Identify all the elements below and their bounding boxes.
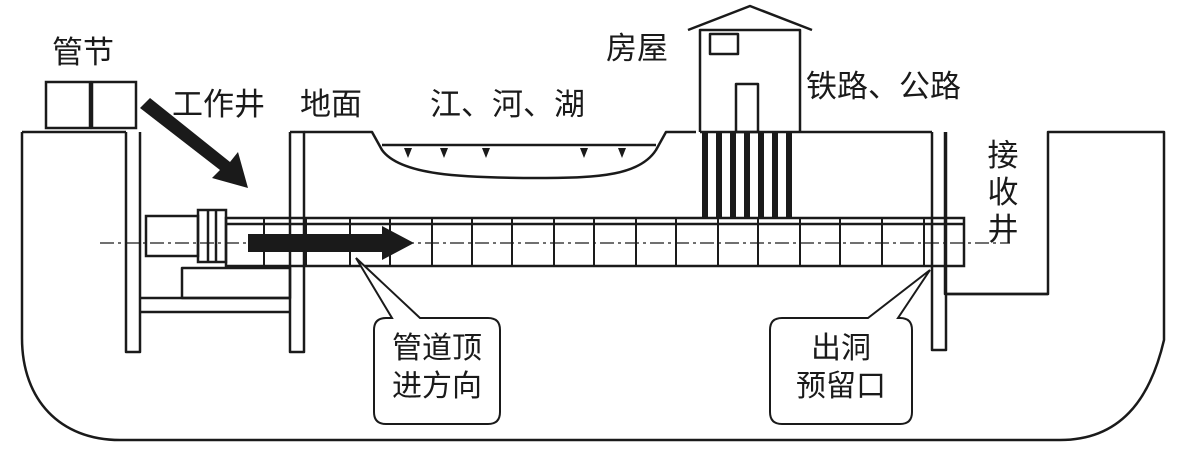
water-ripples (404, 148, 626, 158)
pipeline-joints (263, 218, 925, 266)
receive-shaft-left-wall (930, 132, 948, 352)
receive-shaft-label: 接 收 井 (986, 138, 1020, 250)
exit-opening-line-1: 出洞 (811, 331, 871, 366)
ground-surface (304, 130, 696, 180)
house-roof (687, 4, 813, 32)
house-piles (702, 132, 792, 218)
exit-opening-text: 出洞 预留口 (770, 330, 912, 405)
jacking-direction-line-1: 管道顶 (392, 331, 482, 366)
pipe-section-block-2 (90, 80, 138, 130)
house-label: 房屋 (606, 31, 668, 67)
house-outline (698, 28, 802, 132)
work-shaft-floor (140, 296, 290, 314)
pipe-section-block-1 (44, 80, 92, 130)
jacking-direction-line-2: 进方向 (392, 368, 482, 404)
jack-cylinder (144, 214, 200, 258)
jacking-direction-arrow (248, 226, 414, 260)
jacking-direction-callout (355, 257, 501, 425)
house-window (708, 32, 740, 56)
soil-boundary (20, 130, 1166, 442)
pipe-section-label: 管节 (52, 35, 114, 71)
receive-shaft-label-char-3: 井 (987, 212, 1019, 249)
lowering-arrow (140, 98, 248, 188)
shaft-base-block (180, 266, 292, 300)
exit-opening-line-2: 预留口 (796, 368, 886, 404)
jacking-direction-text: 管道顶 进方向 (374, 330, 500, 405)
water-label: 江、河、湖 (430, 87, 585, 123)
work-shaft-label: 工作井 (172, 87, 265, 123)
work-shaft-left-wall (124, 132, 142, 354)
receive-shaft-label-char-1: 接 (987, 138, 1019, 174)
receive-shaft-label-char-2: 收 (987, 175, 1019, 212)
exit-opening-callout (769, 269, 931, 425)
ground-label: 地面 (300, 87, 362, 123)
road-label: 铁路、公路 (806, 69, 961, 105)
jack-head (196, 208, 228, 264)
house-door (734, 82, 760, 134)
